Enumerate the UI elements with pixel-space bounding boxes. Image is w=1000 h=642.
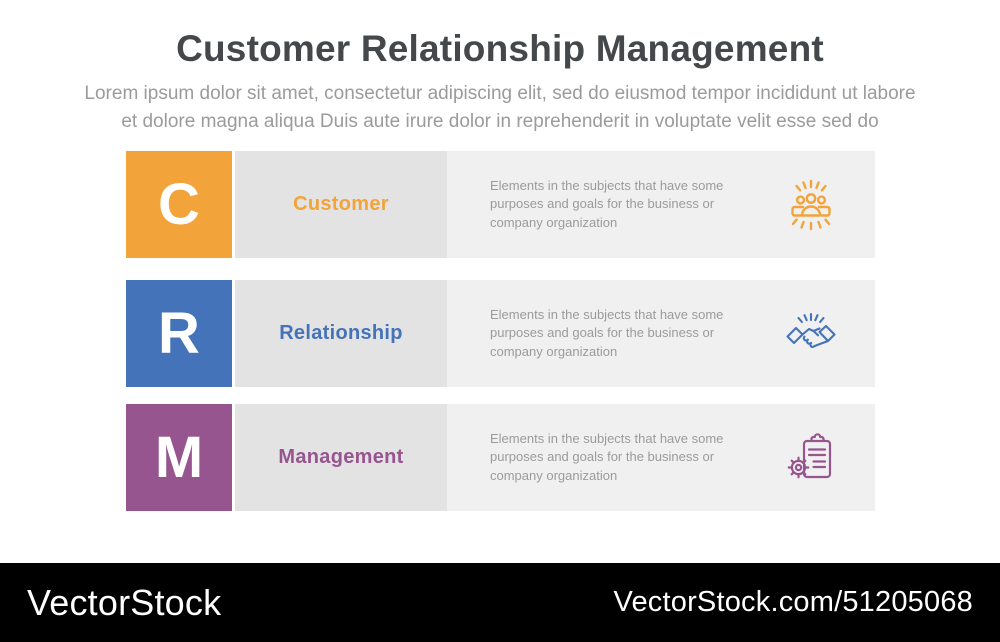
page-title: Customer Relationship Management [176,28,824,69]
watermark-bar: VectorStock VectorStock.com/51205068 [0,563,1000,642]
team-rays-icon [783,177,839,233]
letter-badge-r: R [126,280,232,387]
subtitle-line-2: et dolore magna aliqua Duis aute irure d… [121,111,879,132]
page-subtitle: Lorem ipsum dolor sit amet, consectetur … [0,80,1000,136]
letter-badge-c: C [126,151,232,258]
row-description-text: Elements in the subjects that have some … [490,306,724,359]
row-relationship: R Relationship Elements in the subjects … [0,280,1000,387]
row-management: M Management Elements in the subjects th… [0,404,1000,511]
row-label-management: Management [278,446,404,468]
row-description-text: Elements in the subjects that have some … [490,177,724,230]
row-description-block: Elements in the subjects that have some … [447,151,875,258]
row-label-customer: Customer [293,193,389,215]
vectorstock-logo-text: VectorStock [27,581,222,623]
handshake-icon [783,306,839,362]
clipboard-gear-icon [783,430,839,486]
row-description-block: Elements in the subjects that have some … [447,280,875,387]
letter-badge-m: M [126,404,232,511]
row-description-block: Elements in the subjects that have some … [447,404,875,511]
row-label-relationship: Relationship [279,322,403,344]
row-customer: C Customer Elements in the subjects that… [0,151,1000,258]
vectorstock-url-text: VectorStock.com/51205068 [613,586,973,618]
subtitle-line-1: Lorem ipsum dolor sit amet, consectetur … [84,83,916,104]
row-description-text: Elements in the subjects that have some … [490,430,724,483]
